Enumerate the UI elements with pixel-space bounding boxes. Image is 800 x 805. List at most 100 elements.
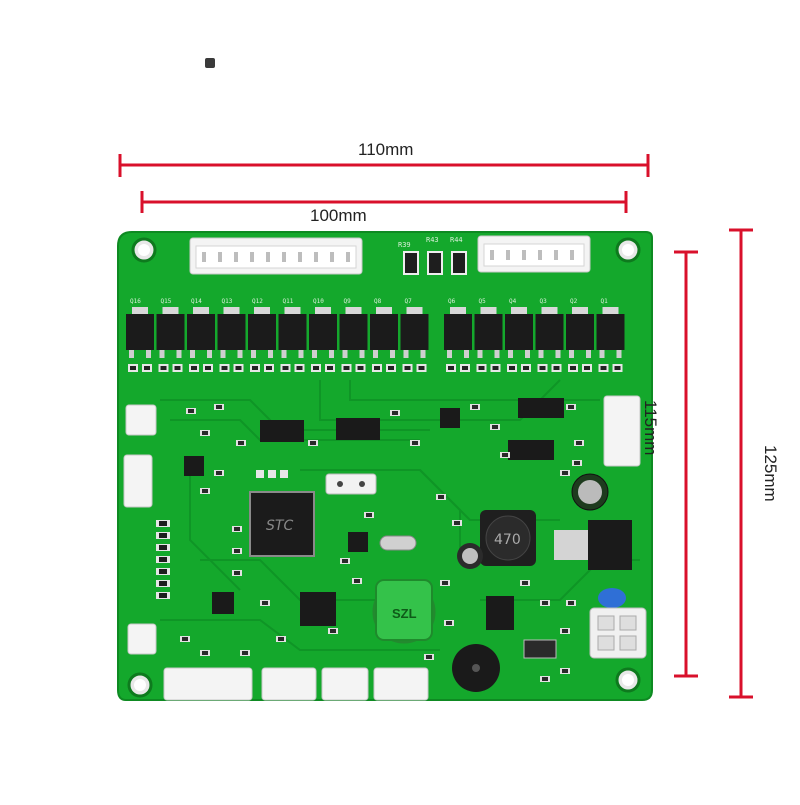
connector-pin — [234, 252, 238, 262]
mosfet-tab — [376, 307, 392, 315]
resistor — [159, 593, 167, 598]
mosfet-label: Q2 — [570, 298, 578, 305]
connector-pin — [554, 250, 558, 260]
connector-bottom — [321, 667, 369, 701]
trace — [160, 619, 440, 651]
resistor-label: R43 — [426, 236, 439, 244]
mosfet-tab — [572, 307, 588, 315]
smd-part — [542, 601, 548, 605]
crystal-oscillator — [379, 535, 417, 551]
inductor-marking: 470 — [494, 532, 521, 548]
smd-part — [216, 405, 222, 409]
resistor — [539, 366, 546, 370]
mosfet-tab — [193, 307, 209, 315]
pin — [619, 615, 637, 631]
mosfet-label: Q8 — [374, 298, 382, 305]
mosfet-lead — [298, 350, 304, 358]
mosfet-lead — [312, 350, 317, 358]
smd-part — [330, 629, 336, 633]
mosfet-lead — [464, 350, 469, 358]
resistor — [130, 366, 136, 370]
mosfet — [505, 314, 533, 350]
mosfet-lead — [538, 350, 544, 358]
regulator-tab — [554, 530, 588, 560]
mounting-hole — [138, 244, 150, 256]
mosfet-lead — [207, 350, 212, 358]
mosfet-lead — [359, 350, 365, 358]
mosfet-lead — [176, 350, 182, 358]
power-connector-pins — [597, 615, 637, 651]
connector-pin — [506, 250, 510, 260]
mosfet-tab — [284, 307, 301, 315]
battery-body — [375, 579, 433, 641]
mounting-holes — [127, 237, 641, 698]
mosfet-lead — [251, 350, 256, 358]
resistor-column — [156, 520, 170, 599]
resistor — [159, 545, 167, 550]
mosfet — [474, 314, 503, 350]
dimension-label-100mm: 100mm — [310, 206, 367, 225]
ic-chip — [518, 398, 564, 418]
smd-part — [568, 601, 574, 605]
ic-chip — [260, 420, 304, 442]
ic-chip — [336, 418, 380, 440]
mounting-hole — [622, 674, 634, 686]
jumper-pin — [337, 481, 343, 487]
smd-part — [576, 441, 582, 445]
mosfet — [187, 314, 215, 350]
mosfet-label: Q9 — [344, 298, 352, 305]
mosfet — [248, 314, 276, 350]
mosfet-lead — [190, 350, 195, 358]
dimension-label-115mm: 115mm — [641, 400, 660, 456]
resistor — [266, 366, 272, 370]
mosfet-lead — [146, 350, 151, 358]
smd-part — [366, 513, 372, 517]
connector-right-4pin — [603, 395, 641, 467]
resistor — [614, 366, 621, 370]
smd-part — [492, 425, 498, 429]
pin — [597, 635, 615, 651]
loose-component-icon — [205, 58, 215, 68]
mosfet-lead — [508, 350, 513, 358]
smd-part — [202, 651, 208, 655]
smd-part — [342, 559, 348, 563]
mosfet-lead — [586, 350, 591, 358]
trace — [419, 469, 461, 560]
inductor-core — [485, 515, 531, 561]
mosfet-label: Q7 — [405, 298, 413, 305]
mosfet-label: Q5 — [479, 298, 487, 305]
resistor-label: R44 — [450, 236, 463, 244]
mosfet — [596, 314, 625, 350]
resistor — [404, 366, 411, 370]
header-pads — [256, 470, 288, 478]
jumper-pin — [359, 481, 365, 487]
resistor — [159, 569, 167, 574]
mosfet-lead — [329, 350, 334, 358]
connector-pin — [570, 250, 574, 260]
mosfet-label: Q13 — [222, 298, 233, 305]
connector-pins — [202, 252, 350, 262]
smd-part — [216, 471, 222, 475]
resistor — [492, 366, 499, 370]
connector-pin — [202, 252, 206, 262]
mosfet-label: Q16 — [130, 298, 141, 305]
resistor — [451, 251, 467, 275]
resistor — [509, 366, 515, 370]
mosfet-lead — [494, 350, 500, 358]
connector-pin — [330, 252, 334, 262]
ic-chip — [348, 532, 368, 552]
smd-part — [442, 581, 448, 585]
jumper-block — [325, 473, 377, 495]
mosfet-lead — [555, 350, 561, 358]
capacitor-top — [578, 480, 602, 504]
mosfet-lead — [447, 350, 452, 358]
mosfet-tab — [511, 307, 527, 315]
smd-part — [262, 601, 268, 605]
mosfet — [339, 314, 368, 350]
ic-chip — [300, 592, 336, 626]
mosfet-label: Q11 — [283, 298, 294, 305]
resistor — [462, 366, 468, 370]
smd-part — [472, 405, 478, 409]
resistor — [327, 366, 333, 370]
